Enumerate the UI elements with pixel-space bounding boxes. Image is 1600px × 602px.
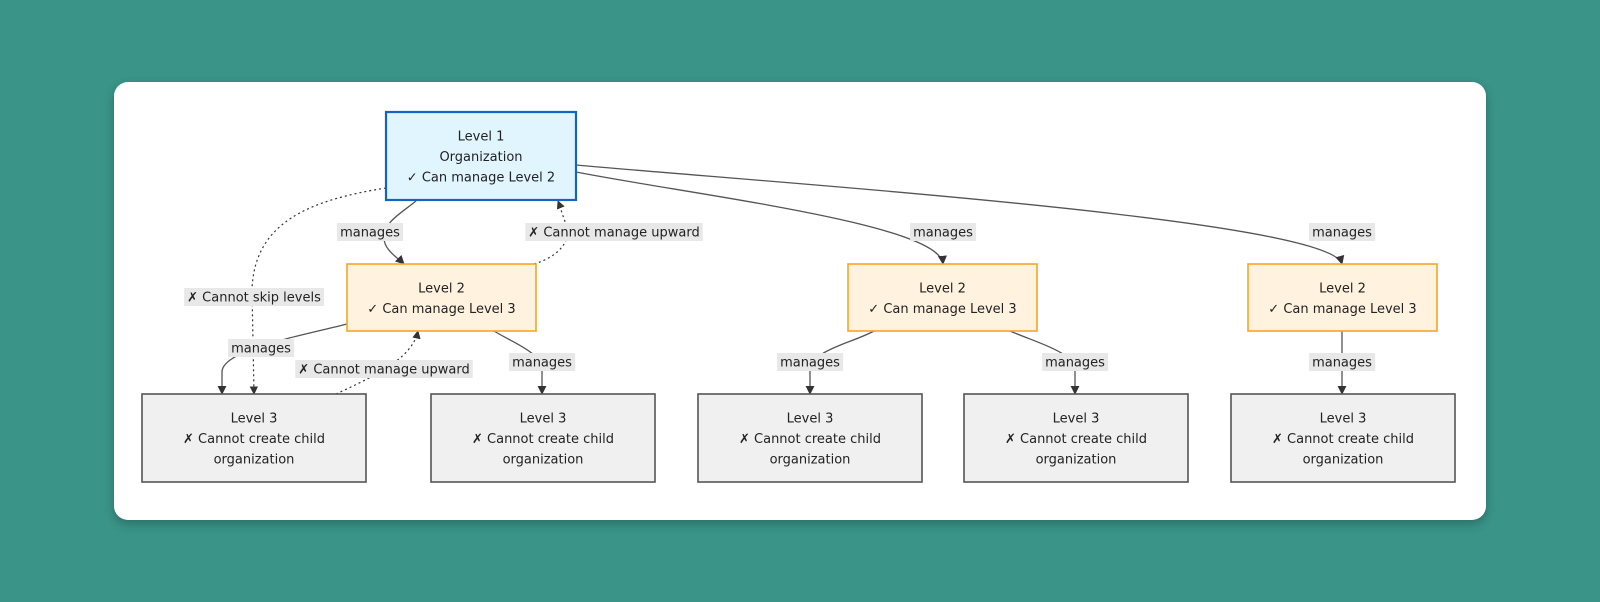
node-l3a: Level 3 ✗ Cannot create child organization (141, 393, 367, 483)
edge-label-cannot-manage-upward-l3a-text: ✗ Cannot manage upward (298, 363, 469, 378)
edge-label-manages-l2a-l3a-bg (228, 339, 295, 357)
node-l3b-line-0: Level 3 (520, 412, 567, 427)
node-l3a-line-2: organization (214, 453, 295, 468)
node-l2a: Level 2 ✓ Can manage Level 3 (346, 263, 537, 332)
edge-label-manages-l2b-l3c-bg (777, 353, 844, 371)
edge-label-cannot-manage-upward-l3a: ✗ Cannot manage upward (295, 360, 473, 378)
node-box-l3a (141, 393, 367, 483)
edge-label-manages-l2a-l3b-text: manages (512, 356, 572, 371)
edge-label-manages-l2a-l3b: manages (509, 353, 576, 371)
node-l3b-line-1: ✗ Cannot create child (472, 432, 614, 447)
edge-label-cannot-skip-levels-bg (184, 288, 325, 306)
node-l1: Level 1 Organization ✓ Can manage Level 2 (384, 110, 578, 202)
node-l3e-line-0: Level 3 (1320, 412, 1367, 427)
node-box-l2b (847, 263, 1038, 332)
edge-label-manages-l2b-l3c: manages (777, 353, 844, 371)
edge-label-manages-l1-l2a: manages (337, 223, 404, 241)
edge-label-manages-l1-l2c-bg (1309, 223, 1376, 241)
node-box-l2a (346, 263, 537, 332)
edge-label-cannot-manage-upward-l3a-bg (295, 360, 473, 378)
node-l3e-line-1: ✗ Cannot create child (1272, 432, 1414, 447)
edge-label-manages-l1-l2b-text: manages (913, 226, 973, 241)
node-l3a-line-0: Level 3 (231, 412, 278, 427)
node-l2b: Level 2 ✓ Can manage Level 3 (847, 263, 1038, 332)
edge-label-manages-l2a-l3a: manages (228, 339, 295, 357)
node-l1-line-2: ✓ Can manage Level 2 (407, 171, 555, 186)
node-l3d-line-1: ✗ Cannot create child (1005, 432, 1147, 447)
edge-l1-l3a-skip (249, 187, 387, 395)
edge-label-manages-l1-l2a-text: manages (340, 226, 400, 241)
node-box-l3e (1230, 393, 1456, 483)
edge-label-manages-l2b-l3d-text: manages (1045, 356, 1105, 371)
edge-label-manages-l2c-l3e-text: manages (1312, 356, 1372, 371)
node-box-l3b (430, 393, 656, 483)
edge-l2a-l3a (217, 323, 348, 395)
edge-l1-l2c (575, 164, 1345, 265)
edge-label-cannot-skip-levels: ✗ Cannot skip levels (184, 288, 325, 306)
node-l2b-line-0: Level 2 (919, 281, 966, 296)
node-l1-line-1: Organization (439, 150, 522, 165)
node-l3c-line-1: ✗ Cannot create child (739, 432, 881, 447)
edge-label-manages-l2c-l3e-bg (1309, 353, 1376, 371)
edge-l2a-l3b (493, 330, 547, 395)
node-l3e: Level 3 ✗ Cannot create child organization (1230, 393, 1456, 483)
edge-label-cannot-manage-upward-l2a: ✗ Cannot manage upward (525, 223, 703, 241)
edge-label-manages-l1-l2b: manages (910, 223, 977, 241)
edge-label-manages-l2b-l3d: manages (1042, 353, 1109, 371)
node-box-l3d (963, 393, 1189, 483)
edge-label-manages-l1-l2c-text: manages (1312, 226, 1372, 241)
edge-label-manages-l2a-l3a-text: manages (231, 342, 291, 357)
edge-label-cannot-skip-levels-text: ✗ Cannot skip levels (187, 291, 321, 306)
node-l1-line-0: Level 1 (458, 130, 505, 145)
node-l3b: Level 3 ✗ Cannot create child organization (430, 393, 656, 483)
node-l2a-line-1: ✓ Can manage Level 3 (367, 302, 515, 317)
node-l3c-line-2: organization (770, 453, 851, 468)
edge-label-cannot-manage-upward-l2a-text: ✗ Cannot manage upward (528, 226, 699, 241)
node-box-l2c (1247, 263, 1438, 332)
node-l3e-line-2: organization (1303, 453, 1384, 468)
edge-l2b-l3d (1009, 330, 1080, 395)
edge-label-manages-l2b-l3c-text: manages (780, 356, 840, 371)
node-l3c-line-0: Level 3 (787, 412, 834, 427)
edge-label-manages-l2b-l3d-bg (1042, 353, 1109, 371)
node-l3d-line-0: Level 3 (1053, 412, 1100, 427)
node-box-l3c (697, 393, 923, 483)
node-l2a-line-0: Level 2 (418, 281, 465, 296)
node-box-l1 (384, 110, 578, 202)
node-l3d: Level 3 ✗ Cannot create child organization (963, 393, 1189, 483)
node-l3b-line-2: organization (503, 453, 584, 468)
edge-l1-l2b (575, 171, 947, 265)
node-l2c-line-0: Level 2 (1319, 281, 1366, 296)
edge-labels-layer: manages manages manages manages manages manag… (184, 223, 1376, 378)
edge-l2a-l1-upward (533, 200, 568, 265)
node-l2c-line-1: ✓ Can manage Level 3 (1268, 302, 1416, 317)
node-l3c: Level 3 ✗ Cannot create child organization (697, 393, 923, 483)
node-l3d-line-2: organization (1036, 453, 1117, 468)
node-l2b-line-1: ✓ Can manage Level 3 (868, 302, 1016, 317)
edge-label-manages-l1-l2a-bg (337, 223, 404, 241)
edge-label-cannot-manage-upward-l2a-bg (525, 223, 703, 241)
node-l3a-line-1: ✗ Cannot create child (183, 432, 325, 447)
edge-label-manages-l2c-l3e: manages (1309, 353, 1376, 371)
edge-label-manages-l1-l2b-bg (910, 223, 977, 241)
edge-label-manages-l2a-l3b-bg (509, 353, 576, 371)
node-l2c: Level 2 ✓ Can manage Level 3 (1247, 263, 1438, 332)
edge-label-manages-l1-l2c: manages (1309, 223, 1376, 241)
